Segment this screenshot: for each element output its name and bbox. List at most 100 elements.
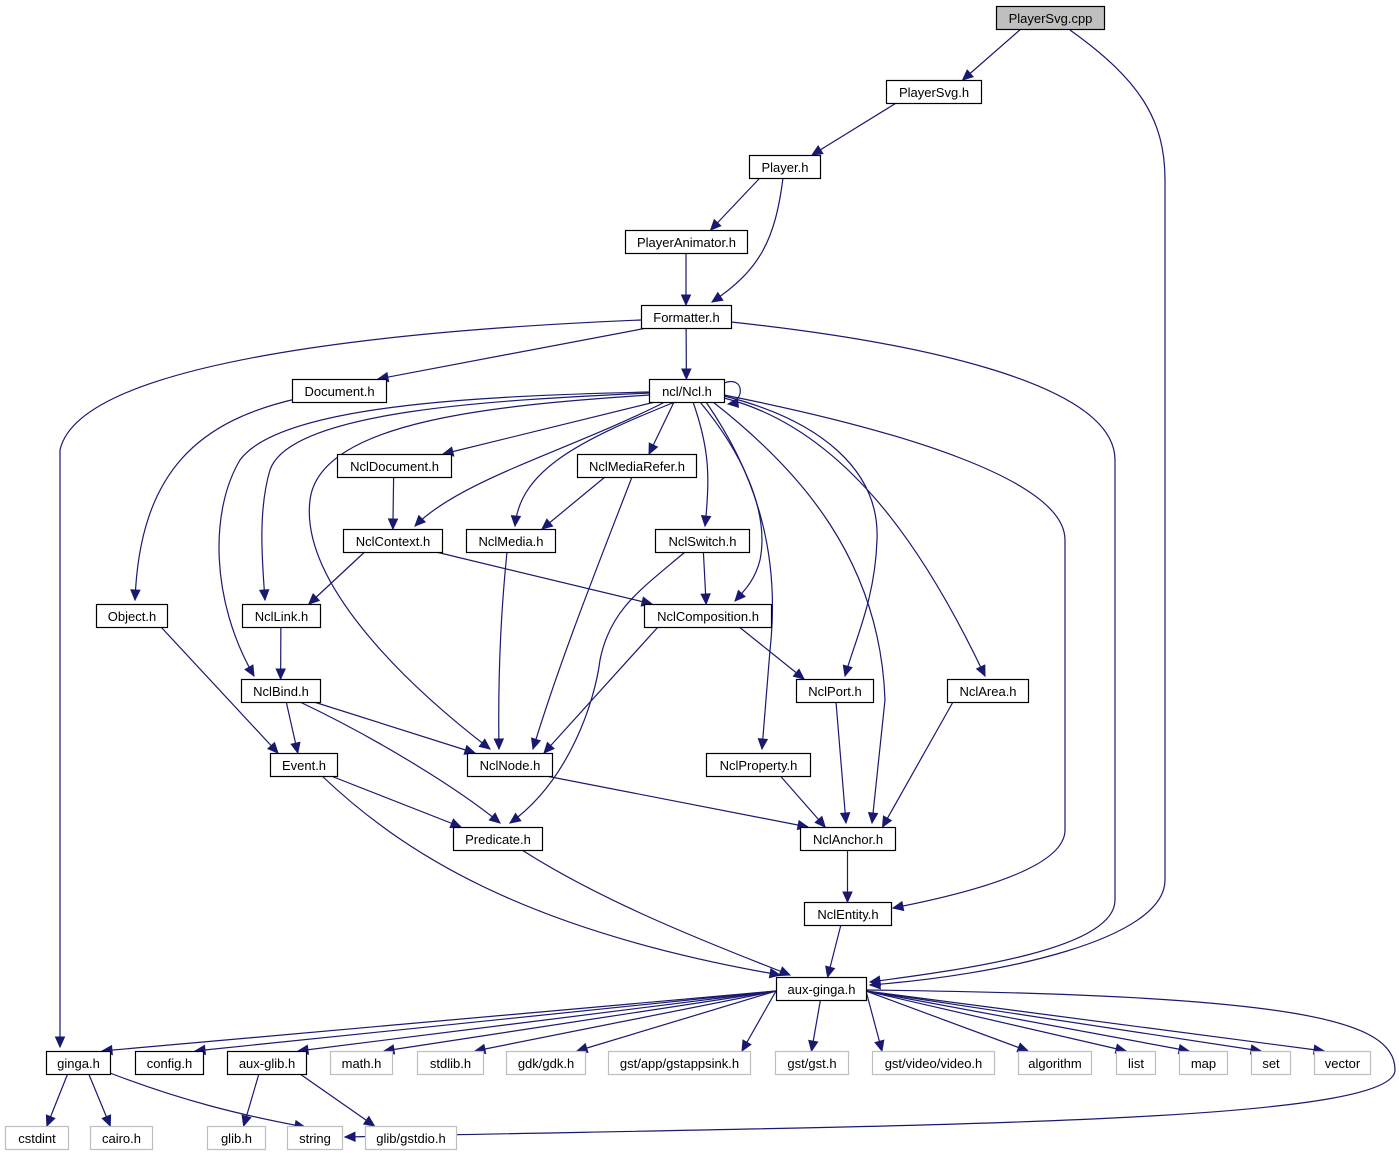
- edge-ncl_h-to-nclproperty_h: [705, 401, 774, 751]
- node-nclentity-h[interactable]: NclEntity.h: [803, 901, 893, 927]
- node-label: NclEntity.h: [817, 907, 878, 922]
- node-formatter-h[interactable]: Formatter.h: [640, 304, 733, 330]
- node-box: [134, 1050, 205, 1076]
- node-predicate-h[interactable]: Predicate.h: [452, 826, 544, 852]
- edge-line: [779, 775, 826, 828]
- node-algorithm: algorithm: [1017, 1050, 1093, 1076]
- node-object-h[interactable]: Object.h: [95, 603, 169, 629]
- edge-auxglib_h-to-gstdio_h: [299, 1073, 376, 1127]
- node-document-h[interactable]: Document.h: [291, 378, 388, 404]
- node-nclcomposition-h[interactable]: NclComposition.h: [643, 603, 773, 629]
- edge-ncl_h-to-nclswitch_h: [692, 401, 712, 528]
- node-string: string: [286, 1125, 344, 1151]
- node-nclswitch-h[interactable]: NclSwitch.h: [654, 528, 751, 554]
- arrowhead-icon: [130, 589, 141, 602]
- edge-auxginga_h-to-list: [865, 990, 1128, 1054]
- edge-line: [541, 476, 606, 530]
- edge-line: [692, 401, 709, 527]
- edge-line: [321, 775, 781, 976]
- node-label: Event.h: [282, 758, 326, 773]
- node-box: [452, 826, 544, 852]
- edge-line: [835, 701, 847, 824]
- edge-line: [723, 394, 1066, 909]
- node-label: list: [1128, 1056, 1144, 1071]
- node-math-h: math.h: [329, 1050, 394, 1076]
- node-label: NclPort.h: [808, 684, 861, 699]
- edge-nclcomposition_h-to-nclnode_h: [543, 626, 659, 754]
- arrowhead-icon: [543, 741, 555, 754]
- edge-ginga_h-to-cstdint: [45, 1073, 69, 1128]
- edge-nclentity_h-to-auxginga_h: [825, 924, 842, 979]
- node-set: set: [1250, 1050, 1292, 1076]
- arrowhead-icon: [825, 965, 836, 979]
- node-playersvg-cpp[interactable]: PlayerSvg.cpp: [995, 5, 1106, 31]
- node-label: PlayerSvg.h: [899, 85, 969, 100]
- node-label: string: [299, 1131, 331, 1146]
- node-nclanchor-h[interactable]: NclAnchor.h: [799, 826, 897, 852]
- node-ginga-h[interactable]: ginga.h: [45, 1050, 112, 1076]
- edge-nclcontext_h-to-ncllink_h: [307, 551, 366, 605]
- arrowhead-icon: [275, 668, 286, 681]
- node-ncl-h[interactable]: ncl/Ncl.h: [648, 378, 726, 404]
- node-box: [1017, 1050, 1093, 1076]
- node-box: [576, 453, 698, 479]
- node-label: glib.h: [221, 1131, 252, 1146]
- edge-line: [741, 990, 777, 1052]
- edge-line: [160, 626, 279, 754]
- node-auxglib-h[interactable]: aux-glib.h: [226, 1050, 308, 1076]
- node-nclproperty-h[interactable]: NclProperty.h: [705, 752, 812, 778]
- node-label: math.h: [342, 1056, 382, 1071]
- node-nclbind-h[interactable]: NclBind.h: [240, 678, 322, 704]
- node-gst-h: gst/gst.h: [774, 1050, 850, 1076]
- node-box: [336, 453, 453, 479]
- arrowhead-icon: [241, 1114, 252, 1128]
- node-nclport-h[interactable]: NclPort.h: [795, 678, 875, 704]
- node-player-h[interactable]: Player.h: [748, 154, 822, 180]
- edge-line: [261, 392, 650, 601]
- node-nclcontext-h[interactable]: NclContext.h: [342, 528, 444, 554]
- arrowhead-icon: [449, 818, 463, 829]
- node-box: [4, 1125, 70, 1151]
- node-label: stdlib.h: [430, 1056, 471, 1071]
- arrowhead-icon: [258, 589, 270, 602]
- node-nclnode-h[interactable]: NclNode.h: [466, 752, 554, 778]
- node-nclmedia-h[interactable]: NclMedia.h: [465, 528, 557, 554]
- edge-line: [543, 626, 659, 754]
- node-config-h[interactable]: config.h: [134, 1050, 205, 1076]
- edge-playersvg_cpp-to-auxginga_h: [868, 29, 1166, 990]
- arrowhead-icon: [868, 975, 882, 986]
- edge-line: [59, 319, 642, 1047]
- edge-line: [194, 990, 777, 1052]
- node-box: [799, 826, 897, 852]
- node-label: NclContext.h: [356, 534, 430, 549]
- node-label: map: [1191, 1056, 1216, 1071]
- edge-ncl_h-to-nclcomposition_h: [699, 401, 763, 602]
- edge-ncl_h-to-nclnode_h: [308, 394, 650, 750]
- arrowhead-icon: [757, 738, 769, 751]
- node-box: [775, 976, 868, 1002]
- node-box: [505, 1050, 587, 1076]
- node-box: [226, 1050, 308, 1076]
- node-event-h[interactable]: Event.h: [269, 752, 339, 778]
- edge-ginga_h-to-cairo_h: [88, 1073, 112, 1128]
- node-label: Predicate.h: [465, 832, 531, 847]
- edge-nclmediarefer_h-to-nclnode_h: [531, 476, 633, 751]
- node-nclarea-h[interactable]: NclArea.h: [946, 678, 1030, 704]
- node-box: [946, 678, 1030, 704]
- node-gstdio-h: glib/gstdio.h: [364, 1125, 458, 1151]
- node-box: [607, 1050, 752, 1076]
- node-auxginga-h[interactable]: aux-ginga.h: [775, 976, 868, 1002]
- node-ncldocument-h[interactable]: NclDocument.h: [336, 453, 453, 479]
- node-ncllink-h[interactable]: NclLink.h: [241, 603, 322, 629]
- node-box: [885, 79, 983, 105]
- edge-auxginga_h-to-video_h: [865, 990, 885, 1053]
- arrowhead-icon: [266, 741, 279, 754]
- edge-line: [435, 551, 653, 605]
- edge-line: [134, 397, 301, 601]
- node-map: map: [1178, 1050, 1229, 1076]
- edge-auxginga_h-to-map: [865, 990, 1191, 1055]
- edge-auxginga_h-to-vector: [865, 990, 1326, 1055]
- node-playersvg-h[interactable]: PlayerSvg.h: [885, 79, 983, 105]
- node-nclmediarefer-h[interactable]: NclMediaRefer.h: [576, 453, 698, 479]
- node-playeranimator-h[interactable]: PlayerAnimator.h: [624, 229, 749, 255]
